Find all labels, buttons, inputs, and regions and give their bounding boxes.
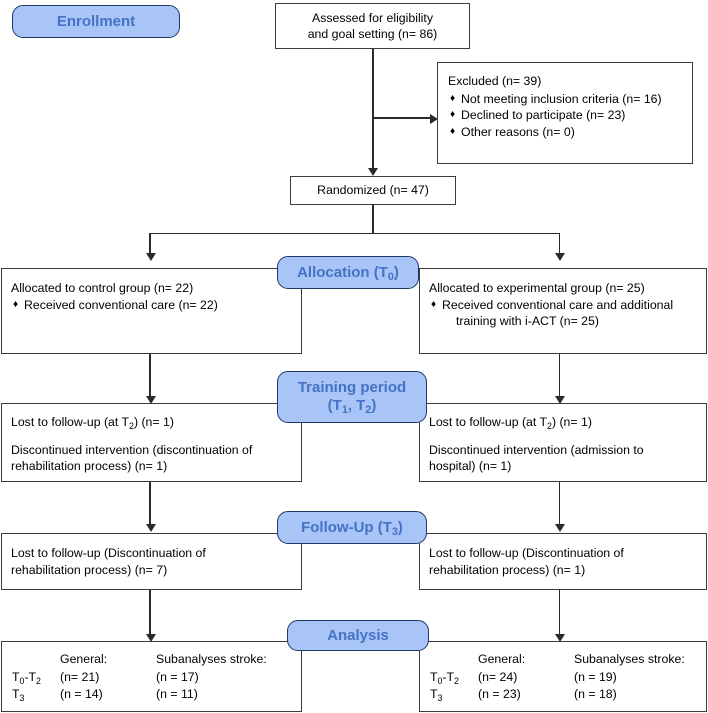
analysis-experimental-row1-label: T0-T2 <box>430 670 459 686</box>
box-allocated-experimental: Allocated to experimental group (n= 25) … <box>419 268 707 354</box>
box-excluded: Excluded (n= 39) ♦Not meeting inclusion … <box>437 62 693 164</box>
list-item: ♦Other reasons (n= 0) <box>450 124 575 139</box>
excluded-heading: Excluded (n= 39) <box>448 74 542 88</box>
analysis-experimental-row2-general: (n = 23) <box>478 687 521 701</box>
box-followup-control: Lost to follow-up (Discontinuation of re… <box>1 533 302 590</box>
connector-followup-to-analysis-right <box>558 590 561 638</box>
box-allocated-control: Allocated to control group (n= 22) ♦Rece… <box>1 268 302 354</box>
excluded-reason-list: ♦Not meeting inclusion criteria (n= 16) … <box>448 91 684 141</box>
list-item: ♦ Received conventional care and additio… <box>431 297 674 329</box>
analysis-control-row1-label: T0-T2 <box>12 670 41 686</box>
spacer <box>11 431 293 442</box>
connector-alloc-to-training-right <box>558 354 561 400</box>
diamond-bullet-icon: ♦ <box>13 298 19 310</box>
analysis-control-header-general: General: <box>60 652 108 666</box>
analysis-control-row2-label: T3 <box>12 687 25 703</box>
connector-assessed-to-randomized <box>372 48 374 172</box>
box-followup-experimental: Lost to follow-up (Discontinuation of re… <box>419 533 707 590</box>
analysis-experimental-row2-sub: (n = 18) <box>574 687 617 701</box>
connector-alloc-to-training-left <box>149 354 151 400</box>
list-item: ♦Received conventional care (n= 22) <box>13 297 218 312</box>
connector-followup-to-analysis-left <box>149 590 151 638</box>
list-item: ♦Declined to participate (n= 23) <box>450 108 626 122</box>
arrowhead-analysis-control <box>145 634 156 642</box>
connector-training-to-followup-left <box>149 482 151 528</box>
allocation-experimental-list: ♦ Received conventional care and additio… <box>429 297 698 330</box>
stage-label-enrollment[interactable]: Enrollment <box>12 5 180 38</box>
training-control-disc-line1: Discontinued intervention (discontinuati… <box>11 442 253 457</box>
stage-label-training-text: Training period (T1, T2) <box>297 379 407 416</box>
stage-label-enrollment-text: Enrollment <box>56 12 136 30</box>
assessed-line1: Assessed for eligibility <box>312 10 433 25</box>
analysis-experimental-row1-sub: (n = 19) <box>574 670 617 684</box>
analysis-experimental-corner <box>430 651 478 669</box>
arrowhead-training-experimental <box>555 396 566 404</box>
box-analysis-control: General: Subanalyses stroke: T0-T2 (n= 2… <box>1 641 302 712</box>
box-training-experimental: Lost to follow-up (at T2) (n= 1) Discont… <box>419 403 707 482</box>
analysis-control-row1-sub: (n = 17) <box>156 670 199 684</box>
arrowhead-allocation-experimental <box>555 253 566 261</box>
training-experimental-disc-line2: hospital) (n= 1) <box>429 459 512 473</box>
stage-label-followup-text: Follow-Up (T3) <box>301 518 403 538</box>
followup-control-line1: Lost to follow-up (Discontinuation of <box>11 546 206 560</box>
stage-label-training-period[interactable]: Training period (T1, T2) <box>277 371 427 423</box>
analysis-control-table: General: Subanalyses stroke: T0-T2 (n= 2… <box>12 651 295 703</box>
arrowhead-training-control <box>145 396 156 404</box>
stage-label-allocation[interactable]: Allocation (T0) <box>277 256 419 289</box>
box-randomized: Randomized (n= 47) <box>290 176 456 205</box>
allocation-experimental-heading: Allocated to experimental group (n= 25) <box>429 281 645 295</box>
training-experimental-lost: Lost to follow-up (at T2) (n= 1) <box>429 415 592 431</box>
analysis-control-corner <box>12 651 60 669</box>
analysis-experimental-header-general: General: <box>478 652 526 666</box>
connector-to-excluded <box>372 117 432 119</box>
arrowhead-followup-experimental <box>555 524 566 532</box>
analysis-control-row2-sub: (n = 11) <box>156 687 198 701</box>
followup-control-line2: rehabilitation process) (n= 7) <box>11 562 168 577</box>
arrowhead-allocation-control <box>145 253 156 261</box>
followup-experimental-line2: rehabilitation process) (n= 1) <box>429 562 586 577</box>
allocation-control-list: ♦Received conventional care (n= 22) <box>11 297 293 314</box>
connector-fork-right <box>558 232 561 257</box>
diamond-bullet-icon: ♦ <box>450 125 456 137</box>
stage-label-follow-up[interactable]: Follow-Up (T3) <box>277 511 427 544</box>
assessed-line2: and goal setting (n= 86) <box>307 27 438 41</box>
box-assessed-for-eligibility: Assessed for eligibility and goal settin… <box>275 3 470 49</box>
analysis-control-row2-general: (n = 14) <box>60 687 103 701</box>
randomized-label: Randomized (n= 47) <box>317 183 429 198</box>
followup-experimental-line1: Lost to follow-up (Discontinuation of <box>429 546 624 560</box>
training-control-disc-line2: rehabilitation process) (n= 1) <box>11 459 168 473</box>
analysis-control-header-subanalyses: Subanalyses stroke: <box>156 652 267 666</box>
box-analysis-experimental: General: Subanalyses stroke: T0-T2 (n= 2… <box>419 641 707 712</box>
allocation-control-heading: Allocated to control group (n= 22) <box>11 281 194 295</box>
arrowhead-to-randomized <box>367 168 378 176</box>
connector-fork-horizontal <box>149 232 560 235</box>
spacer <box>429 431 698 442</box>
training-experimental-disc-line1: Discontinued intervention (admission to <box>429 442 644 457</box>
diamond-bullet-icon: ♦ <box>450 109 456 120</box>
connector-training-to-followup-right <box>558 482 561 528</box>
analysis-experimental-header-subanalyses: Subanalyses stroke: <box>574 652 685 666</box>
arrowhead-analysis-experimental <box>555 634 566 642</box>
list-item: ♦Not meeting inclusion criteria (n= 16) <box>450 91 662 106</box>
arrowhead-to-excluded <box>430 113 438 124</box>
training-control-lost: Lost to follow-up (at T2) (n= 1) <box>11 415 174 431</box>
box-training-control: Lost to follow-up (at T2) (n= 1) Discont… <box>1 403 302 482</box>
connector-fork-left <box>149 232 151 257</box>
stage-label-analysis-text: Analysis <box>327 626 389 644</box>
analysis-experimental-row2-label: T3 <box>430 687 443 703</box>
analysis-control-row1-general: (n= 21) <box>60 670 100 684</box>
stage-label-allocation-text: Allocation (T0) <box>297 263 399 283</box>
diamond-bullet-icon: ♦ <box>450 92 456 104</box>
diamond-bullet-icon: ♦ <box>431 298 437 310</box>
arrowhead-followup-control <box>145 524 156 532</box>
analysis-experimental-row1-general: (n= 24) <box>478 670 518 684</box>
stage-label-analysis[interactable]: Analysis <box>287 620 429 651</box>
analysis-experimental-table: General: Subanalyses stroke: T0-T2 (n= 2… <box>430 651 700 703</box>
connector-randomized-down <box>372 204 374 234</box>
